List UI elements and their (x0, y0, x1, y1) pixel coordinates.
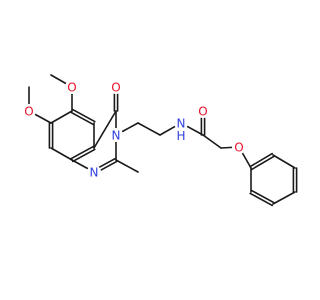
atom-label-n3: N (112, 128, 121, 142)
atom-mask (109, 80, 123, 94)
atom-mask (65, 80, 79, 94)
atom-mask (87, 165, 101, 179)
atom-label-o-ome7: O (24, 104, 33, 118)
atom-mask (176, 129, 186, 142)
bond-c8a-c4a (70, 145, 95, 160)
atom-mask (109, 128, 123, 142)
bond-p4-p5 (272, 191, 296, 205)
atom-mask (232, 140, 246, 154)
atom-label-h-amide: H (176, 129, 185, 143)
bond-ca-cb (137, 122, 161, 136)
bond-cc-cd (202, 134, 222, 149)
atom-mask (196, 104, 210, 118)
atom-label-n-amide: N (177, 116, 186, 130)
atom-label-o-amide: O (198, 104, 207, 118)
bond-c4-c4a (93, 110, 117, 149)
bond-c8-c8a (50, 147, 73, 161)
atom-label-o-ether: O (234, 140, 243, 154)
bond-p2-p3 (272, 154, 296, 169)
bond-c5-c6 (71, 108, 96, 123)
bond-p5-p6 (249, 192, 274, 207)
bond-c2-ch3 (115, 159, 139, 173)
bond-p1-p2 (249, 152, 273, 168)
bond-p1-p2 (251, 155, 275, 171)
atom-mask (174, 116, 188, 130)
atom-label-n1: N (90, 165, 99, 179)
atom-label-o-ome6: O (67, 80, 76, 94)
bond-layer (28, 74, 298, 207)
bond-c5-c6 (70, 111, 95, 126)
atom-label-o-c4: O (111, 80, 120, 94)
bond-c6-c7 (50, 110, 73, 124)
atom-mask (22, 104, 36, 118)
bond-p5-p6 (250, 189, 275, 204)
bond-c8a-c4a (71, 148, 96, 163)
